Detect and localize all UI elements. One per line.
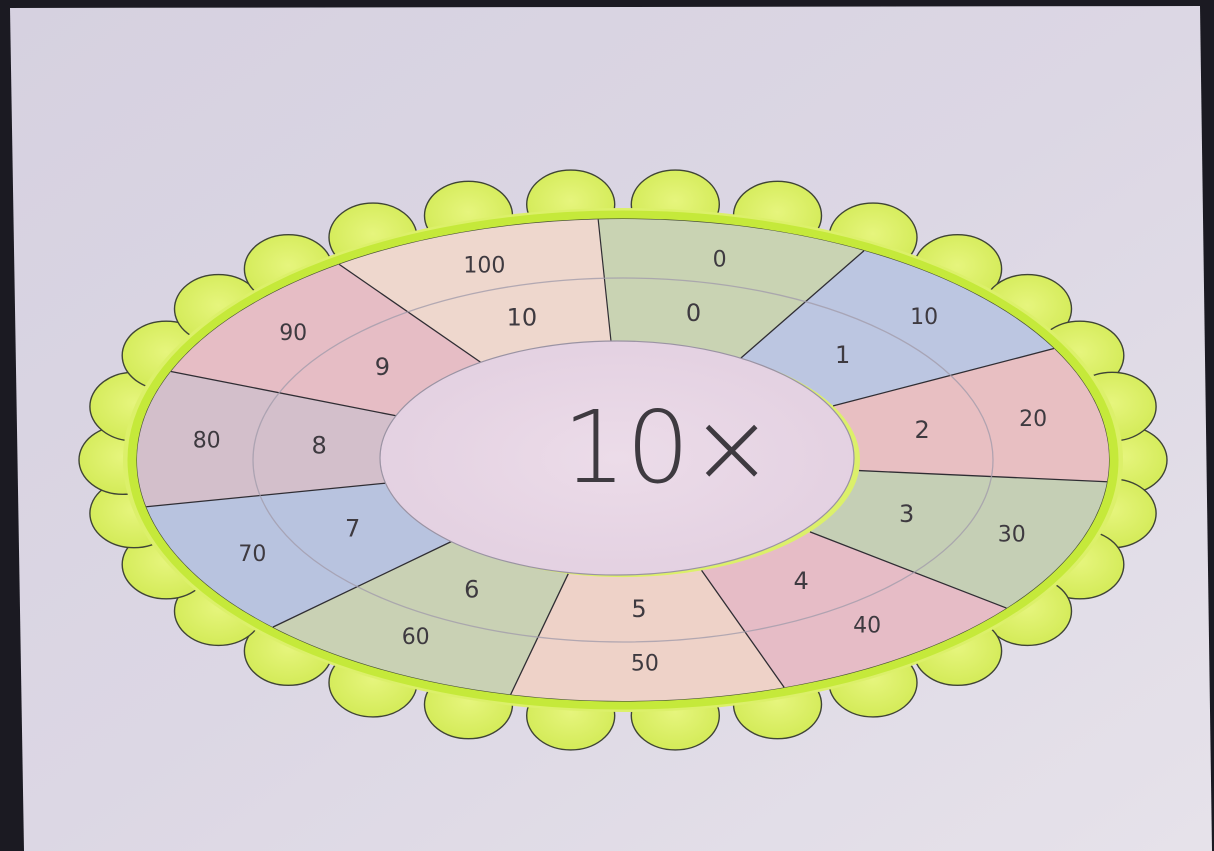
center-label: 10× [562, 389, 773, 506]
multiplier-label: 2 [915, 416, 930, 444]
multiplier-label: 4 [793, 567, 808, 595]
multiplier-label: 6 [464, 575, 479, 603]
product-label: 40 [853, 613, 881, 638]
multiplier-label: 10 [507, 304, 538, 332]
product-label: 10 [910, 305, 938, 330]
product-label: 0 [713, 248, 727, 273]
product-label: 60 [402, 625, 430, 650]
multiplier-label: 0 [686, 299, 701, 327]
multiplier-label: 5 [631, 595, 646, 623]
product-label: 50 [631, 652, 659, 677]
product-label: 70 [238, 542, 266, 567]
multiplier-label: 9 [375, 353, 390, 381]
multiplier-label: 1 [835, 341, 850, 369]
multiplier-label: 3 [899, 500, 914, 528]
product-label: 100 [463, 254, 505, 279]
product-label: 90 [279, 321, 307, 346]
product-label: 80 [193, 429, 221, 454]
multiplier-label: 7 [345, 514, 360, 542]
product-label: 30 [998, 522, 1026, 547]
multiplier-label: 8 [312, 432, 327, 460]
product-label: 20 [1019, 407, 1047, 432]
